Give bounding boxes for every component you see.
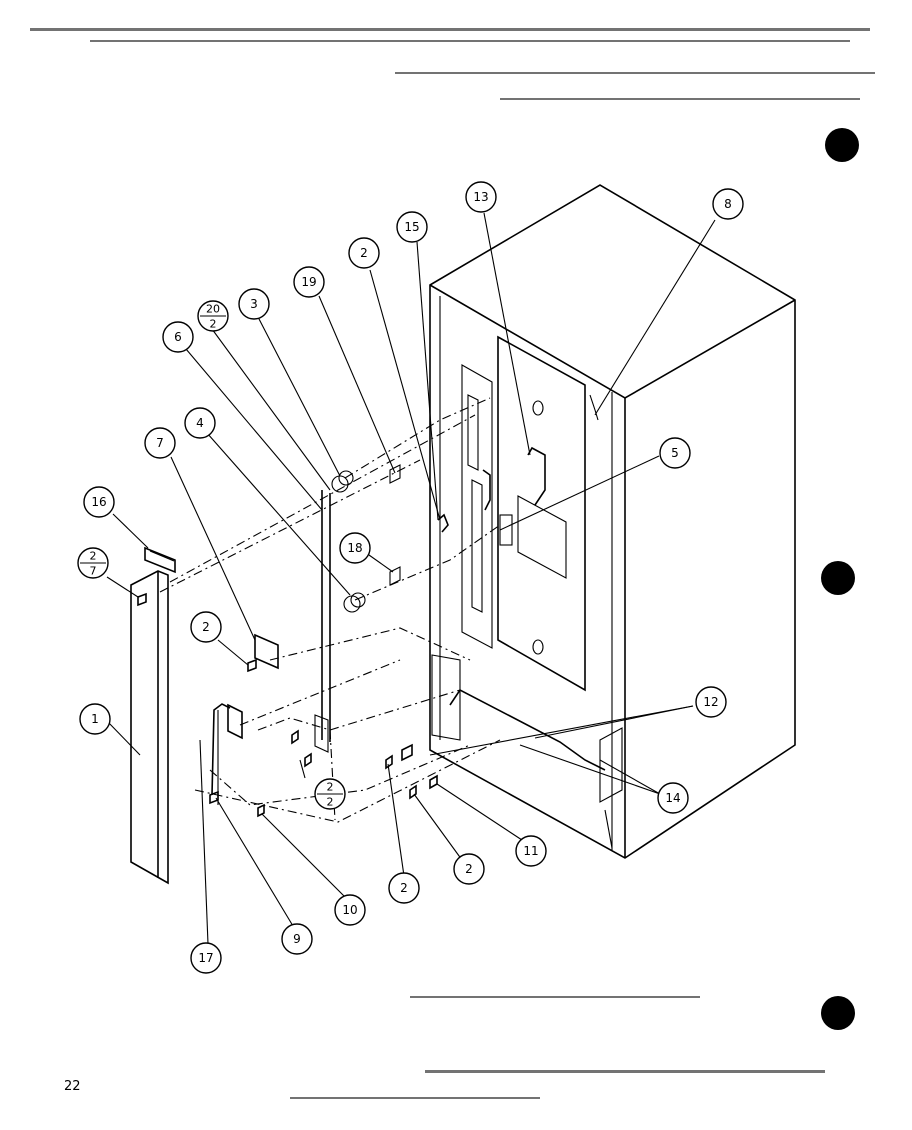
punch-hole-top [825, 128, 859, 162]
callout-13: 13 [465, 181, 497, 213]
callout-label: 7 [156, 436, 164, 450]
callout-2: 2 [190, 611, 222, 643]
callout-4: 4 [184, 407, 216, 439]
callout-label: 12 [703, 695, 718, 709]
lower-hinge [211, 703, 243, 805]
callout-2: 2 [348, 237, 380, 269]
callout-fraction-top: 20 [206, 303, 220, 316]
callout-label: 2 [202, 620, 210, 634]
callout-label: 5 [671, 446, 679, 460]
leader-lines [106, 212, 716, 945]
callout-label: 4 [196, 416, 204, 430]
punch-hole-bottom [821, 996, 855, 1030]
callout-2-over-7: 2 7 [77, 547, 109, 579]
callout-label: 16 [91, 495, 106, 509]
callout-2: 2 [388, 872, 420, 904]
punch-hole-middle [821, 561, 855, 595]
callout-label: 3 [250, 297, 258, 311]
callout-label: 2 [465, 862, 473, 876]
rear-label [517, 495, 567, 579]
callout-17: 17 [190, 942, 222, 974]
callout-2: 2 [453, 853, 485, 885]
callout-6: 6 [162, 321, 194, 353]
callout-label: 10 [342, 903, 357, 917]
callout-label: 14 [665, 791, 680, 805]
door-frame-assembly [314, 464, 401, 753]
callout-12: 12 [695, 686, 727, 718]
callouts: 1 2 2 2 2 3 4 5 6 7 8 9 10 11 12 13 14 1… [77, 181, 744, 974]
callout-20-over-2: 20 2 [197, 300, 229, 332]
callout-label: 2 [360, 246, 368, 260]
callout-label: 11 [523, 844, 538, 858]
callout-16: 16 [83, 486, 115, 518]
callout-1: 1 [79, 703, 111, 735]
callout-3: 3 [238, 288, 270, 320]
callout-19: 19 [293, 266, 325, 298]
callout-label: 2 [400, 881, 408, 895]
callout-18: 18 [339, 532, 371, 564]
callout-label: 6 [174, 330, 182, 344]
door-panel [130, 546, 176, 885]
callout-9: 9 [281, 923, 313, 955]
callout-label: 9 [293, 932, 301, 946]
assembly-lines [159, 397, 501, 823]
callout-5: 5 [659, 437, 691, 469]
callout-fraction-bottom: 2 [327, 796, 334, 809]
callout-14: 14 [657, 782, 689, 814]
callout-15: 15 [396, 211, 428, 243]
cabinet [429, 184, 796, 859]
hinge-and-wiring [437, 394, 599, 546]
callout-7: 7 [144, 427, 176, 459]
callout-label: 8 [724, 197, 732, 211]
callout-fraction-bottom: 2 [210, 318, 217, 331]
callout-label: 18 [347, 541, 362, 555]
callout-fraction-top: 2 [327, 781, 334, 794]
callout-11: 11 [515, 835, 547, 867]
callout-label: 1 [91, 712, 99, 726]
strip-16 [144, 546, 176, 574]
callout-2-over-2: 2 2 [314, 778, 346, 810]
scan-noise [30, 28, 875, 1099]
callout-label: 13 [473, 190, 488, 204]
callout-fraction-bottom: 7 [90, 565, 97, 578]
screws [137, 592, 438, 818]
callout-label: 15 [404, 220, 419, 234]
callout-label: 19 [301, 275, 316, 289]
callout-fraction-top: 2 [90, 550, 97, 563]
rear-panel [497, 335, 586, 692]
callout-10: 10 [334, 894, 366, 926]
callout-label: 17 [198, 951, 213, 965]
bracket-7 [254, 633, 279, 670]
page-number: 22 [64, 1079, 81, 1094]
callout-8: 8 [712, 188, 744, 220]
